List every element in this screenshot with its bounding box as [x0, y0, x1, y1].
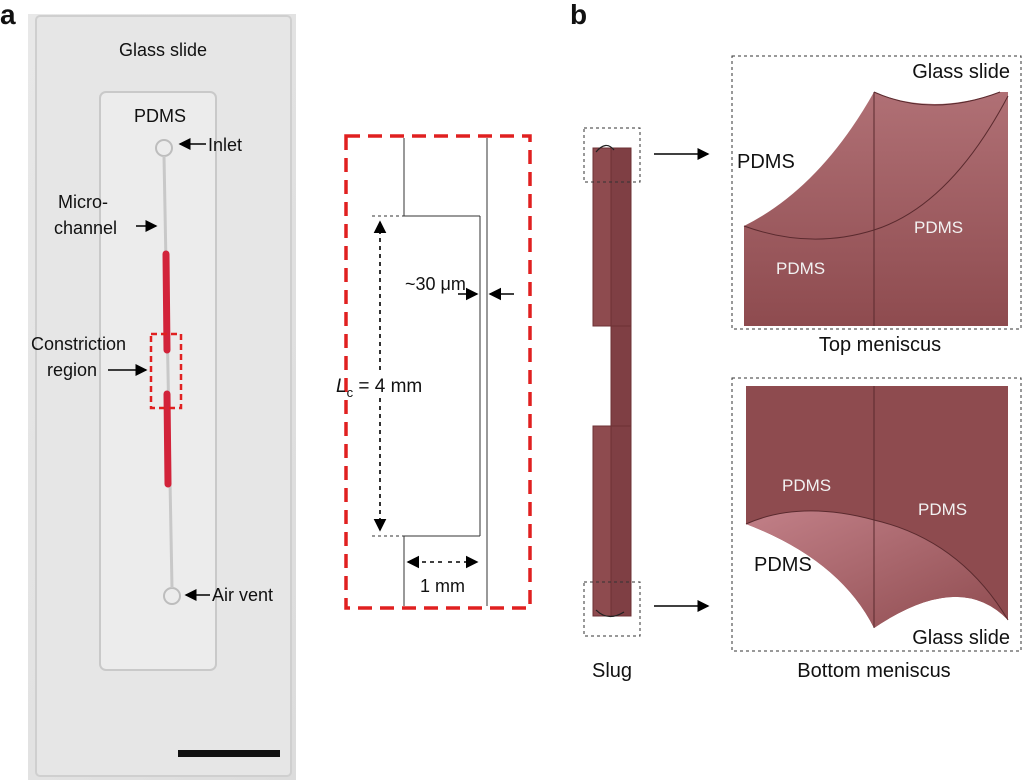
- microchannel-label-line2: channel: [54, 218, 117, 238]
- bottom-pdms-right-label: PDMS: [918, 500, 967, 519]
- bottom-pdms-outer-label: PDMS: [754, 554, 812, 576]
- top-pdms-outer-label: PDMS: [737, 151, 795, 173]
- constriction-label-line2: region: [47, 360, 97, 380]
- inlet-label: Inlet: [208, 135, 242, 155]
- microchannel-label-line1: Micro-: [58, 192, 108, 212]
- microchannel: [162, 155, 174, 589]
- slug-label: Slug: [592, 660, 632, 682]
- gap-label: ~30 μm: [405, 274, 466, 294]
- width-label: 1 mm: [420, 576, 465, 596]
- top-meniscus-caption: Top meniscus: [819, 334, 941, 356]
- panel-a-letter: a: [0, 0, 16, 30]
- top-pdms-left-label: PDMS: [776, 259, 825, 278]
- bottom-pdms-left-label: PDMS: [782, 476, 831, 495]
- bottom-meniscus-render: [745, 386, 1009, 628]
- lc-label: Lc = 4 mm: [336, 376, 422, 400]
- top-meniscus-render: [743, 91, 1009, 326]
- pdms-block: [99, 91, 217, 671]
- top-glass-slide-label: Glass slide: [912, 61, 1010, 83]
- slug-bottom-zoom-box: [583, 581, 641, 637]
- liquid-plug-upper: [162, 250, 171, 354]
- bottom-meniscus-caption: Bottom meniscus: [797, 660, 950, 682]
- air-vent-label: Air vent: [212, 585, 273, 605]
- pdms-label: PDMS: [134, 106, 186, 126]
- detail-box: [344, 134, 532, 610]
- scale-bar: [178, 750, 280, 757]
- bottom-glass-slide-label: Glass slide: [912, 627, 1010, 649]
- panel-b-letter: b: [570, 0, 587, 30]
- glass-slide-label: Glass slide: [119, 40, 207, 60]
- liquid-plug-lower: [163, 390, 172, 488]
- device-photo: [28, 14, 296, 780]
- top-pdms-right-label: PDMS: [914, 218, 963, 237]
- slug-top-zoom-box: [583, 127, 641, 183]
- channel-outline: [372, 138, 488, 606]
- slug-3d: [592, 144, 632, 618]
- constriction-label-line1: Constriction: [31, 334, 126, 354]
- constriction-box: [149, 332, 183, 410]
